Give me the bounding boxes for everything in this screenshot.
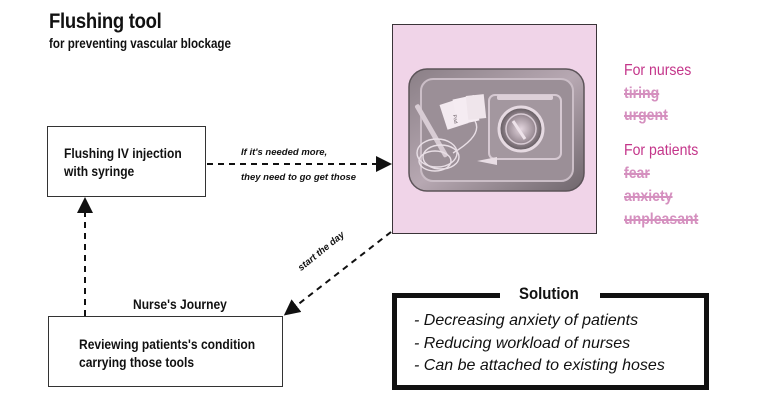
pain-item: anxiety: [624, 188, 673, 205]
journey-step-reviewing: Reviewing patients's condition carrying …: [48, 316, 283, 387]
syringe: [497, 95, 553, 100]
pain-item: fear: [624, 165, 650, 182]
tubing: [416, 120, 478, 172]
pain-item: unpleasant: [624, 211, 699, 228]
step-line: Reviewing patients's condition: [79, 336, 256, 352]
step-line: carrying those tools: [79, 354, 195, 370]
tool-tray-photo: Pad: [392, 24, 597, 234]
journey-step-text: Reviewing patients's condition carrying …: [79, 335, 255, 371]
solution-title-gap: [500, 282, 600, 302]
solution-item: - Reducing workload of nurses: [414, 335, 631, 352]
step-line: with syringe: [64, 163, 135, 179]
journey-step-text: Flushing IV injection with syringe: [64, 144, 182, 180]
syringe: [415, 104, 448, 158]
pain-item: urgent: [624, 107, 668, 124]
solution-title: Solution: [519, 284, 579, 303]
arrow-note-needed-more: If it's needed more,: [241, 147, 328, 158]
arrow-note-start-day: start the day: [296, 229, 347, 274]
wipe-packets: Pad: [439, 94, 487, 130]
pain-heading-patients: For patients: [624, 142, 699, 159]
bowl-rim: [505, 113, 537, 145]
journey-step-flushing: Flushing IV injection with syringe: [47, 126, 206, 197]
needle-cap: [477, 157, 497, 165]
tray-illustration: Pad: [408, 68, 585, 192]
solution-item: - Can be attached to existing hoses: [414, 357, 665, 374]
solution-box: [392, 293, 709, 390]
page-title: Flushing tool: [49, 10, 162, 33]
solution-item: - Decreasing anxiety of patients: [414, 312, 639, 329]
pain-item: tiring: [624, 85, 660, 102]
page-subtitle: for preventing vascular blockage: [49, 36, 231, 51]
pain-heading-nurses: For nurses: [624, 62, 692, 79]
journey-label: Nurse's Journey: [133, 296, 227, 312]
svg-text:Pad: Pad: [451, 114, 458, 124]
step-line: Flushing IV injection: [64, 145, 182, 161]
arrow-note-go-get: they need to go get those: [241, 172, 357, 183]
